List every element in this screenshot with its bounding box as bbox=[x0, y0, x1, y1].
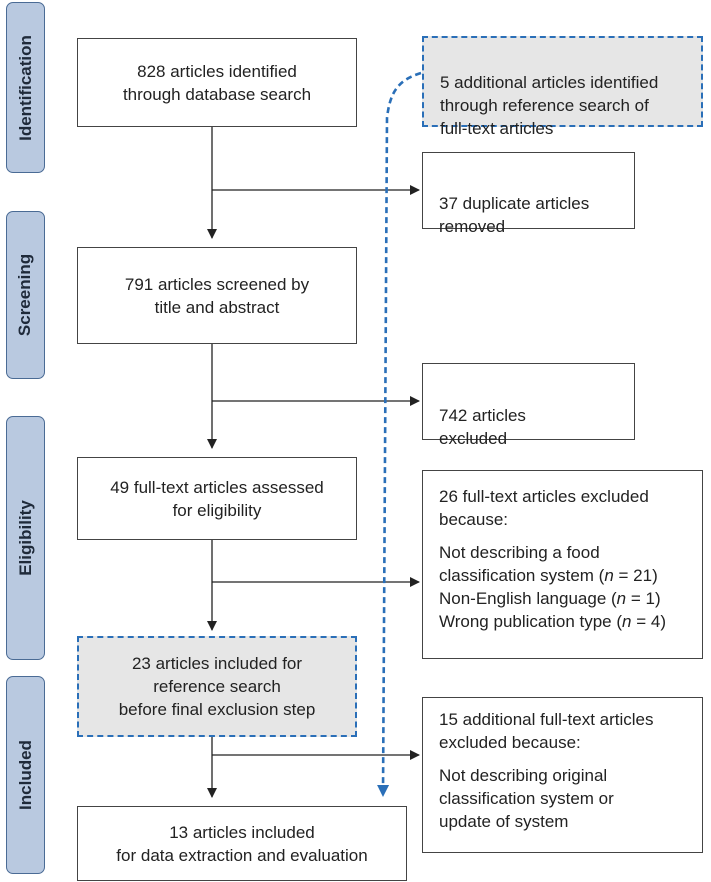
fulltext-excluded-header: 26 full-text articles excluded because: bbox=[439, 487, 649, 529]
box-screened: 791 articles screened by title and abstr… bbox=[77, 247, 357, 344]
box-database-search: 828 articles identified through database… bbox=[77, 38, 357, 127]
stage-tab-included: Included bbox=[6, 676, 45, 874]
box-database-search-text: 828 articles identified through database… bbox=[122, 61, 312, 104]
reason-3-n: n bbox=[622, 612, 632, 631]
box-duplicates-removed: 37 duplicate articles removed bbox=[422, 152, 635, 236]
reason-1-count: = 21) bbox=[613, 566, 658, 585]
reason-2-n: n bbox=[616, 589, 627, 608]
box-additional-identified-text: 5 additional articles identified through… bbox=[440, 73, 659, 138]
box-fulltext-assessed-text: 49 full-text articles assessed for eligi… bbox=[110, 477, 324, 520]
box-fulltext-excluded: 26 full-text articles excluded because: … bbox=[422, 470, 703, 659]
fulltext-excluded-reason-3: Wrong publication type (n = 4) bbox=[439, 610, 690, 633]
box-final-included-text: 13 articles included for data extraction… bbox=[116, 822, 368, 865]
box-final-included: 13 articles included for data extraction… bbox=[77, 806, 407, 881]
fulltext-excluded-reason-2: Non-English language (n = 1) bbox=[439, 587, 690, 610]
additional-excluded-reason: Not describing original classification s… bbox=[439, 766, 614, 831]
stage-label-identification: Identification bbox=[15, 34, 35, 141]
box-additional-excluded: 15 additional full-text articles exclude… bbox=[422, 697, 703, 853]
box-excluded-screening: 742 articles excluded bbox=[422, 363, 635, 448]
stage-label-included: Included bbox=[15, 740, 35, 810]
stage-label-eligibility: Eligibility bbox=[15, 500, 35, 576]
stage-tab-identification: Identification bbox=[6, 2, 45, 173]
stage-tab-eligibility: Eligibility bbox=[6, 416, 45, 660]
reason-3-count: = 4) bbox=[631, 612, 666, 631]
additional-excluded-header: 15 additional full-text articles exclude… bbox=[439, 710, 654, 752]
box-reference-search: 23 articles included for reference searc… bbox=[77, 636, 357, 737]
reason-2-count: = 1) bbox=[626, 589, 661, 608]
reason-2-text: Non-English language ( bbox=[439, 589, 617, 608]
box-reference-search-text: 23 articles included for reference searc… bbox=[118, 654, 316, 719]
box-excluded-screening-text: 742 articles excluded bbox=[439, 406, 526, 448]
stage-tab-screening: Screening bbox=[6, 211, 45, 379]
box-additional-identified: 5 additional articles identified through… bbox=[422, 36, 703, 138]
reason-3-text: Wrong publication type ( bbox=[439, 612, 623, 631]
dashed-additional-arrow bbox=[377, 71, 422, 797]
box-fulltext-assessed: 49 full-text articles assessed for eligi… bbox=[77, 457, 357, 540]
fulltext-excluded-reason-1: Not describing a food classification sys… bbox=[439, 541, 690, 587]
stage-label-screening: Screening bbox=[15, 253, 35, 337]
box-screened-text: 791 articles screened by title and abstr… bbox=[124, 274, 310, 317]
reason-1-text: Not describing a food classification sys… bbox=[439, 543, 605, 585]
box-duplicates-removed-text: 37 duplicate articles removed bbox=[439, 194, 590, 236]
reason-1-n: n bbox=[604, 566, 614, 585]
